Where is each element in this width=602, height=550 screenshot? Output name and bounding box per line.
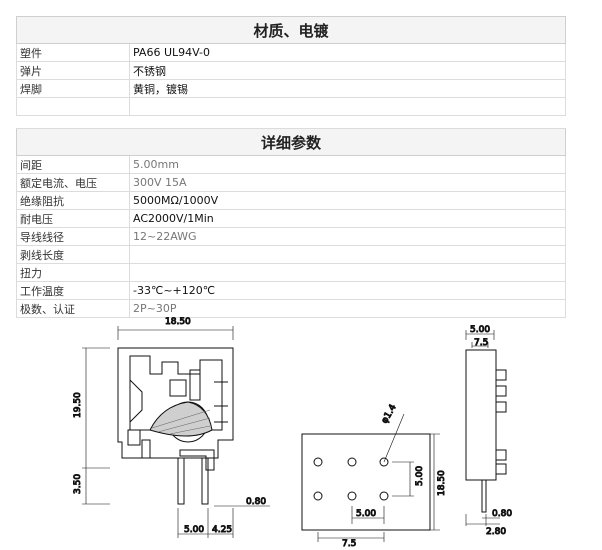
spec-label: 极数、认证 <box>16 299 130 318</box>
dim-pin-thick: 0.80 <box>246 497 266 507</box>
spec-value <box>129 263 566 282</box>
section-header: 材质、电镀 <box>16 16 566 44</box>
spec-label: 塑件 <box>16 43 130 62</box>
dim-side-inner: 7.5 <box>474 338 488 348</box>
spec-row: 扭力 <box>16 263 566 282</box>
spec-row: 剥线长度 <box>16 245 566 264</box>
spec-value: 12~22AWG <box>129 227 566 246</box>
spec-label: 扭力 <box>16 263 130 282</box>
side-view <box>465 330 507 526</box>
section-title: 详细参数 <box>16 128 566 156</box>
spec-value: 黄铜，镀锡 <box>129 79 566 98</box>
dim-side-pin-offset: 2.80 <box>486 527 506 537</box>
spec-value <box>129 97 566 116</box>
dim-hole-diameter: φ1.4 <box>380 403 399 426</box>
spec-label: 弹片 <box>16 61 130 80</box>
spec-label: 剥线长度 <box>16 245 130 264</box>
technical-drawing: 18.50 19.50 3.50 5.00 4.25 0.80 φ1.4 5.0… <box>73 317 513 550</box>
dim-hole-pitch-h: 5.00 <box>356 509 376 519</box>
spec-label: 耐电压 <box>16 209 130 228</box>
spec-value: 2P~30P <box>129 299 566 318</box>
spec-row: 工作温度-33℃~+120℃ <box>16 281 566 300</box>
spec-value <box>129 245 566 264</box>
spec-value: 300V 15A <box>129 173 566 192</box>
dim-hole-pitch-v: 5.00 <box>415 466 425 486</box>
spec-label: 工作温度 <box>16 281 130 300</box>
dim-hole-offset: 7.5 <box>342 539 356 549</box>
spec-label: 绝缘阻抗 <box>16 191 130 210</box>
section-title: 材质、电镀 <box>16 16 566 44</box>
spec-row: 焊脚黄铜，镀锡 <box>16 79 566 98</box>
dim-side-pin: 0.80 <box>492 509 512 519</box>
spec-label: 额定电流、电压 <box>16 173 130 192</box>
pcb-hole-view <box>301 413 440 542</box>
dim-side-width: 5.00 <box>470 325 490 335</box>
front-view <box>117 347 234 505</box>
front-dimension-lines <box>82 326 270 538</box>
spec-value: PA66 UL94V-0 <box>129 43 566 62</box>
dim-board-height: 18.50 <box>437 470 447 496</box>
dim-pin-height: 3.50 <box>73 474 83 494</box>
spec-value: AC2000V/1Min <box>129 209 566 228</box>
spec-value: 5000MΩ/1000V <box>129 191 566 210</box>
spec-value: -33℃~+120℃ <box>129 281 566 300</box>
spec-label: 导线线径 <box>16 227 130 246</box>
dim-pitch-bottom: 5.00 <box>184 525 204 535</box>
spec-value: 5.00mm <box>129 155 566 174</box>
spec-label <box>16 97 130 116</box>
section-header: 详细参数 <box>16 128 566 156</box>
dim-width-top: 18.50 <box>165 317 191 327</box>
spec-value: 不锈钢 <box>129 61 566 80</box>
dim-offset-bottom: 4.25 <box>212 525 232 535</box>
dim-height-left: 19.50 <box>73 392 83 418</box>
spec-row: 弹片不锈钢 <box>16 61 566 80</box>
spec-label: 间距 <box>16 155 130 174</box>
section-gap <box>16 115 566 129</box>
spec-label: 焊脚 <box>16 79 130 98</box>
spec-row <box>16 97 566 116</box>
